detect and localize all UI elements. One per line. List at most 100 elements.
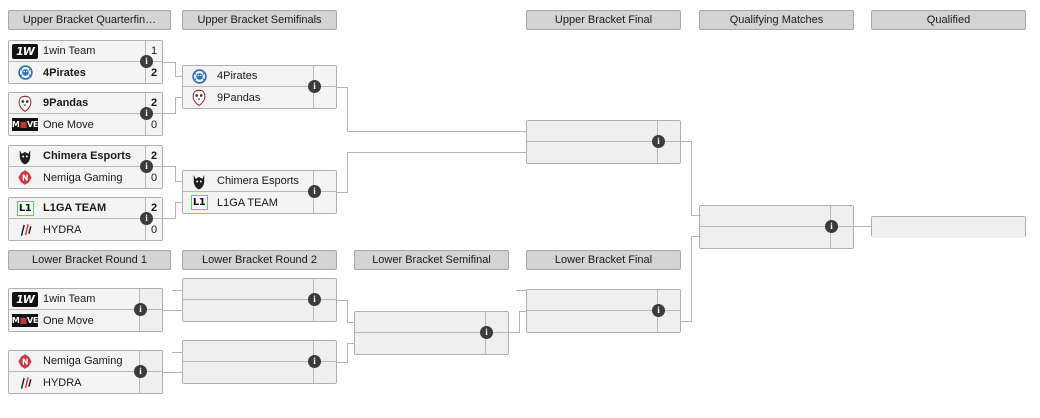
team-logo-1win-team: 1W [12, 43, 38, 60]
team-logo-chimera-esports [12, 148, 38, 165]
match-info-icon[interactable]: i [308, 185, 321, 198]
match-row-bottom[interactable] [183, 362, 336, 383]
connector [337, 87, 348, 88]
match-row-top[interactable]: 1W 1win Team 1 [9, 41, 162, 62]
connector [347, 152, 527, 153]
team-name: 9Pandas [43, 97, 89, 109]
match-info-icon[interactable]: i [308, 293, 321, 306]
match-row-bottom[interactable]: L1 L1GA TEAM [183, 192, 336, 213]
match-ub-final[interactable] [526, 120, 681, 164]
match-row-top[interactable]: L1 L1GA TEAM 2 [9, 198, 162, 219]
round-header-lower-bracket-final[interactable]: Lower Bracket Final [526, 250, 681, 270]
onewin-wordmark: 1W [12, 291, 38, 307]
match-row-top[interactable]: 9Pandas 2 [9, 93, 162, 114]
team-name: 9Pandas [217, 91, 261, 104]
match-row-bottom[interactable] [527, 142, 680, 163]
round-header-upper-bracket-final[interactable]: Upper Bracket Final [526, 10, 681, 30]
connector [172, 352, 183, 353]
hydra-slash-icon [20, 223, 31, 236]
match-row-bottom[interactable]: 9Pandas [183, 87, 336, 108]
match-ub-qf-3[interactable]: Chimera Esports 2 Nemiga Gaming 0 [8, 145, 163, 189]
match-ub-sf-1[interactable]: 4Pirates 9Pandas [182, 65, 337, 109]
match-row-bottom[interactable]: Nemiga Gaming 0 [9, 167, 162, 188]
match-ub-qf-4[interactable]: L1 L1GA TEAM 2 HYDRA 0 [8, 197, 163, 241]
team-logo-hydra [12, 221, 38, 238]
match-info-icon[interactable]: i [308, 355, 321, 368]
connector [347, 343, 348, 363]
onemove-wordmark: M■VE [12, 314, 38, 327]
connector [163, 310, 183, 311]
team-logo-9pandas [12, 95, 38, 112]
match-row-top[interactable]: 1W 1win Team [9, 289, 162, 310]
connector [172, 290, 183, 291]
panda-head-icon [18, 95, 32, 112]
round-header-lower-bracket-round-1[interactable]: Lower Bracket Round 1 [8, 250, 171, 270]
team-score [139, 310, 162, 331]
match-row-top[interactable]: Chimera Esports [183, 171, 336, 192]
match-info-icon[interactable]: i [308, 80, 321, 93]
team-logo-one-move: M■VE [12, 312, 38, 329]
match-row-bottom[interactable]: M■VE One Move 0 [9, 114, 162, 135]
connector [163, 372, 183, 373]
match-info-icon[interactable]: i [140, 212, 153, 225]
team-name: Chimera Esports [43, 150, 132, 162]
round-header-qualified[interactable]: Qualified [871, 10, 1026, 30]
team-name: HYDRA [43, 376, 82, 389]
match-row-top[interactable] [183, 341, 336, 362]
match-lb-r1-2[interactable]: Nemiga Gaming HYDRA [8, 350, 163, 394]
match-ub-qf-1[interactable]: 1W 1win Team 1 4Pirates 2 [8, 40, 163, 84]
round-header-lower-bracket-semifinal[interactable]: Lower Bracket Semifinal [354, 250, 509, 270]
team-name: Nemiga Gaming [43, 171, 123, 184]
match-row-bottom[interactable] [700, 227, 853, 248]
connector [347, 300, 348, 323]
connector [854, 226, 872, 227]
connector [681, 321, 692, 322]
qualified-slot[interactable] [871, 216, 1026, 238]
team-name: 1win Team [43, 293, 96, 305]
round-header-lower-bracket-round-2[interactable]: Lower Bracket Round 2 [182, 250, 337, 270]
match-row-bottom[interactable]: 4Pirates 2 [9, 62, 162, 83]
hydra-slash-icon [20, 376, 31, 389]
team-score [313, 362, 336, 383]
match-row-top[interactable]: Nemiga Gaming [9, 351, 162, 372]
team-logo-hydra [12, 374, 38, 391]
match-row-top[interactable]: Chimera Esports 2 [9, 146, 162, 167]
match-row-bottom[interactable] [183, 300, 336, 321]
connector [691, 215, 701, 216]
match-row-bottom[interactable]: HYDRA 0 [9, 219, 162, 240]
team-score [313, 300, 336, 321]
connector [691, 141, 692, 216]
match-info-icon[interactable]: i [140, 55, 153, 68]
match-lb-r2-2[interactable] [182, 340, 337, 384]
round-header-upper-bracket-semifinals[interactable]: Upper Bracket Semifinals [182, 10, 337, 30]
match-info-icon[interactable]: i [480, 326, 493, 339]
qualified-row[interactable] [872, 217, 1025, 238]
connector [163, 166, 175, 167]
match-row-bottom[interactable] [527, 311, 680, 332]
team-logo-9pandas [186, 89, 212, 106]
match-info-icon[interactable]: i [652, 304, 665, 317]
onewin-wordmark: 1W [12, 43, 38, 59]
team-logo-nemiga-gaming [12, 353, 38, 370]
match-qualifying[interactable] [699, 205, 854, 249]
match-info-icon[interactable]: i [652, 135, 665, 148]
match-info-icon[interactable]: i [134, 303, 147, 316]
round-header-upper-bracket-quarterfinals[interactable]: Upper Bracket Quarterfin… [8, 10, 171, 30]
round-header-qualifying-matches[interactable]: Qualifying Matches [699, 10, 854, 30]
match-info-icon[interactable]: i [134, 365, 147, 378]
match-info-icon[interactable]: i [140, 160, 153, 173]
connector [337, 300, 348, 301]
match-info-icon[interactable]: i [140, 107, 153, 120]
match-info-icon[interactable]: i [825, 220, 838, 233]
match-row-bottom[interactable] [355, 333, 508, 354]
connector [175, 181, 183, 182]
match-row-bottom[interactable]: M■VE One Move [9, 310, 162, 331]
match-row-bottom[interactable]: HYDRA [9, 372, 162, 393]
match-ub-qf-2[interactable]: 9Pandas 2 M■VE One Move 0 [8, 92, 163, 136]
team-score [830, 227, 853, 248]
connector [163, 62, 175, 63]
team-score [657, 142, 680, 163]
team-name: One Move [43, 118, 94, 131]
connector [163, 113, 175, 114]
l1ga-wordmark: L1 [16, 200, 34, 216]
